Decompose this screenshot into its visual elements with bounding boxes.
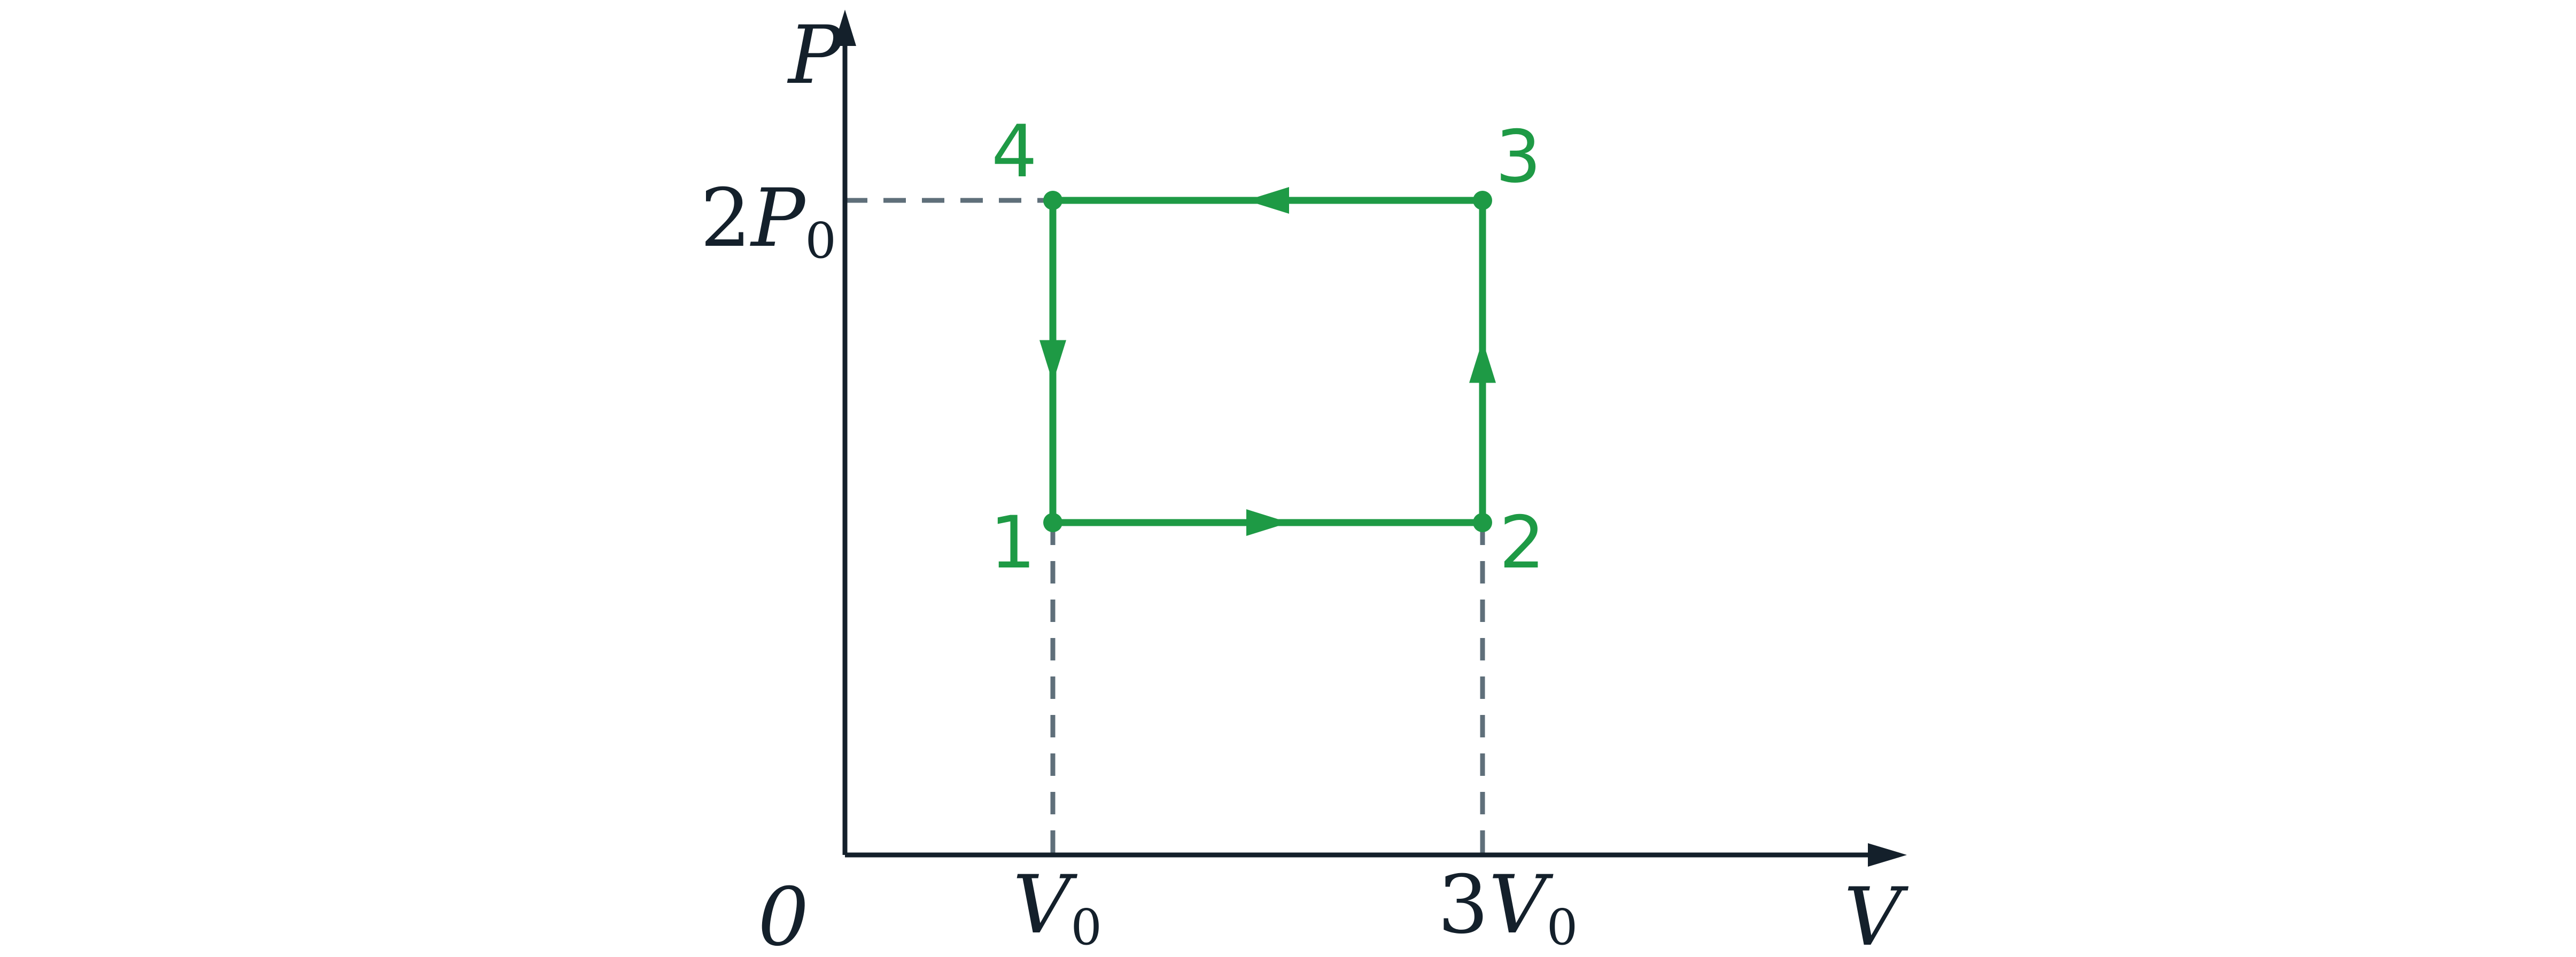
dashed-guides xyxy=(845,198,1485,855)
p-axis-arrowhead xyxy=(834,10,856,46)
v-axis-title: V xyxy=(1844,871,1909,957)
v-tick-v0: V0 xyxy=(1013,859,1102,956)
arrow-2-3 xyxy=(1469,340,1496,383)
state-label-3: 3 xyxy=(1495,115,1541,199)
v-axis-arrowhead xyxy=(1868,843,1907,867)
cycle-processes xyxy=(1039,187,1496,536)
arrow-1-2 xyxy=(1246,509,1289,536)
p-tick-2p0: 2P0 xyxy=(700,172,836,269)
state-label-2: 2 xyxy=(1499,501,1545,585)
state-point-3 xyxy=(1473,191,1492,210)
cycle-states xyxy=(1043,191,1492,532)
state-point-1 xyxy=(1043,513,1062,532)
origin-label: 0 xyxy=(758,871,809,957)
v-tick-3v0: 3V0 xyxy=(1438,859,1578,956)
state-label-4: 4 xyxy=(991,110,1037,193)
state-label-1: 1 xyxy=(990,501,1036,585)
p-axis-title: P xyxy=(787,9,844,102)
state-point-4 xyxy=(1043,191,1062,210)
axes xyxy=(834,10,1907,867)
state-point-2 xyxy=(1473,513,1492,532)
arrow-3-4 xyxy=(1246,187,1289,214)
arrow-4-1 xyxy=(1039,340,1066,383)
